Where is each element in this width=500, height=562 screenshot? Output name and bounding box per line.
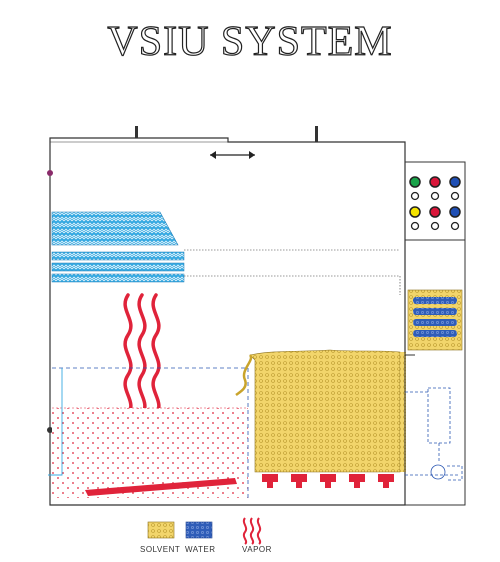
indicator-light-1	[409, 176, 421, 188]
legend-label-vapor: VAPOR	[242, 545, 272, 554]
tank-outline	[47, 126, 406, 506]
control-panel	[404, 161, 466, 241]
vent-pipe-right	[315, 126, 318, 142]
indicator-light-6	[449, 206, 461, 218]
legend-swatch-vapor	[242, 517, 262, 545]
indicator-light-3	[449, 176, 461, 188]
legend-swatch-water	[185, 521, 213, 539]
vent-pipe-left	[135, 126, 138, 138]
water-separator	[404, 239, 466, 506]
cooling-coils	[51, 211, 401, 295]
control-knob-3	[450, 191, 460, 201]
solvent-chamber	[235, 349, 406, 473]
control-knob-2	[430, 191, 440, 201]
control-knob-6	[450, 221, 460, 231]
indicator-light-4	[409, 206, 421, 218]
heater-element	[85, 478, 237, 496]
ultrasonic-transducers	[262, 474, 394, 488]
control-knob-4	[410, 221, 420, 231]
side-port-lower	[47, 427, 53, 433]
legend-label-solvent: SOLVENT	[140, 545, 181, 554]
boil-sump	[48, 367, 249, 498]
legend-label-water: WATER	[185, 545, 216, 554]
control-knob-1	[410, 191, 420, 201]
indicator-light-2	[429, 176, 441, 188]
side-port-upper	[47, 170, 53, 176]
legend-swatch-solvent	[147, 521, 175, 539]
indicator-light-5	[429, 206, 441, 218]
pump-plumbing	[405, 387, 463, 481]
control-knob-5	[430, 221, 440, 231]
legend	[147, 517, 262, 545]
diagram-title: VSIU SYSTEM	[107, 18, 393, 65]
sliding-lid-arrow	[210, 151, 255, 159]
